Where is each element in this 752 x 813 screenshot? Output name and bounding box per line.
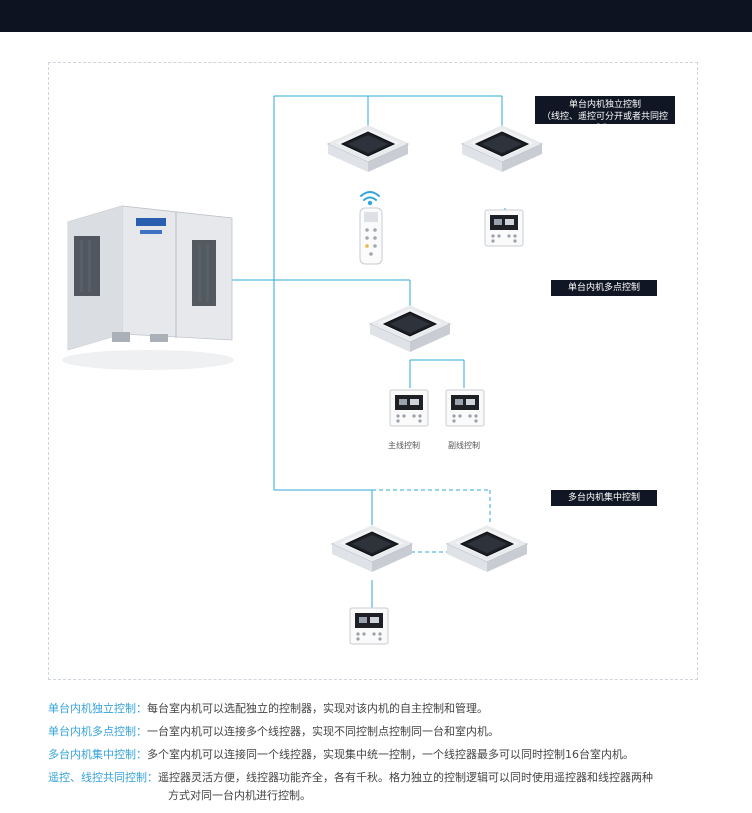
description-text-cont: 方式对同一台内机进行控制。 [168, 789, 311, 802]
label-single-multi-point: 单台内机多点控制 [551, 280, 657, 296]
cassette-unit-icon [445, 524, 529, 574]
cassette-unit-icon [368, 304, 452, 354]
cassette-unit-icon [330, 524, 414, 574]
description-key: 遥控、线控共同控制： [48, 771, 158, 784]
label-single-independent-title: 单台内机独立控制 [568, 100, 641, 110]
diagram-frame [48, 62, 698, 680]
caption-secondary-wired: 副线控制 [448, 441, 480, 450]
wired-controller-icon [484, 209, 524, 247]
description-line-4: 遥控、线控共同控制：遥控器灵活方便，线控器功能齐全，各有千秋。格力独立的控制逻辑… [48, 769, 708, 805]
wifi-signal-icon [360, 191, 380, 206]
description-line-1: 单台内机独立控制：每台室内机可以选配独立的控制器，实现对该内机的自主控制和管理。 [48, 700, 708, 718]
description-text: 每台室内机可以选配独立的控制器，实现对该内机的自主控制和管理。 [147, 702, 488, 715]
label-single-independent-sub: （线控、遥控可分开或者共同控制） [541, 112, 668, 134]
description-text: 一台室内机可以连接多个线控器，实现不同控制点控制同一台和室内机。 [147, 725, 499, 738]
description-key: 单台内机独立控制： [48, 702, 147, 715]
wired-controller-icon [389, 389, 429, 427]
outdoor-unit-icon [62, 205, 234, 370]
cassette-unit-icon [460, 124, 544, 174]
cassette-unit-icon [326, 124, 410, 174]
wired-controller-icon [445, 389, 485, 427]
top-banner [0, 0, 752, 32]
label-single-multi-point-text: 单台内机多点控制 [567, 283, 640, 293]
description-key: 多台内机集中控制： [48, 748, 147, 761]
caption-main-wired: 主线控制 [388, 441, 420, 450]
description-line-3: 多台内机集中控制：多个室内机可以连接同一个线控器，实现集中统一控制，一个线控器最… [48, 746, 708, 764]
label-single-independent: 单台内机独立控制 （线控、遥控可分开或者共同控制） [535, 96, 675, 134]
description-text: 遥控器灵活方便，线控器功能齐全，各有千秋。格力独立的控制逻辑可以同时使用遥控器和… [158, 771, 653, 784]
label-multi-central: 多台内机集中控制 [551, 490, 657, 506]
label-multi-central-text: 多台内机集中控制 [567, 493, 640, 503]
remote-control-icon [359, 207, 383, 265]
description-text: 多个室内机可以连接同一个线控器，实现集中统一控制，一个线控器最多可以同时控制16… [147, 748, 634, 761]
description-key: 单台内机多点控制： [48, 725, 147, 738]
description-line-2: 单台内机多点控制：一台室内机可以连接多个线控器，实现不同控制点控制同一台和室内机… [48, 723, 708, 741]
control-diagram [62, 95, 544, 645]
wired-controller-icon [349, 607, 389, 645]
